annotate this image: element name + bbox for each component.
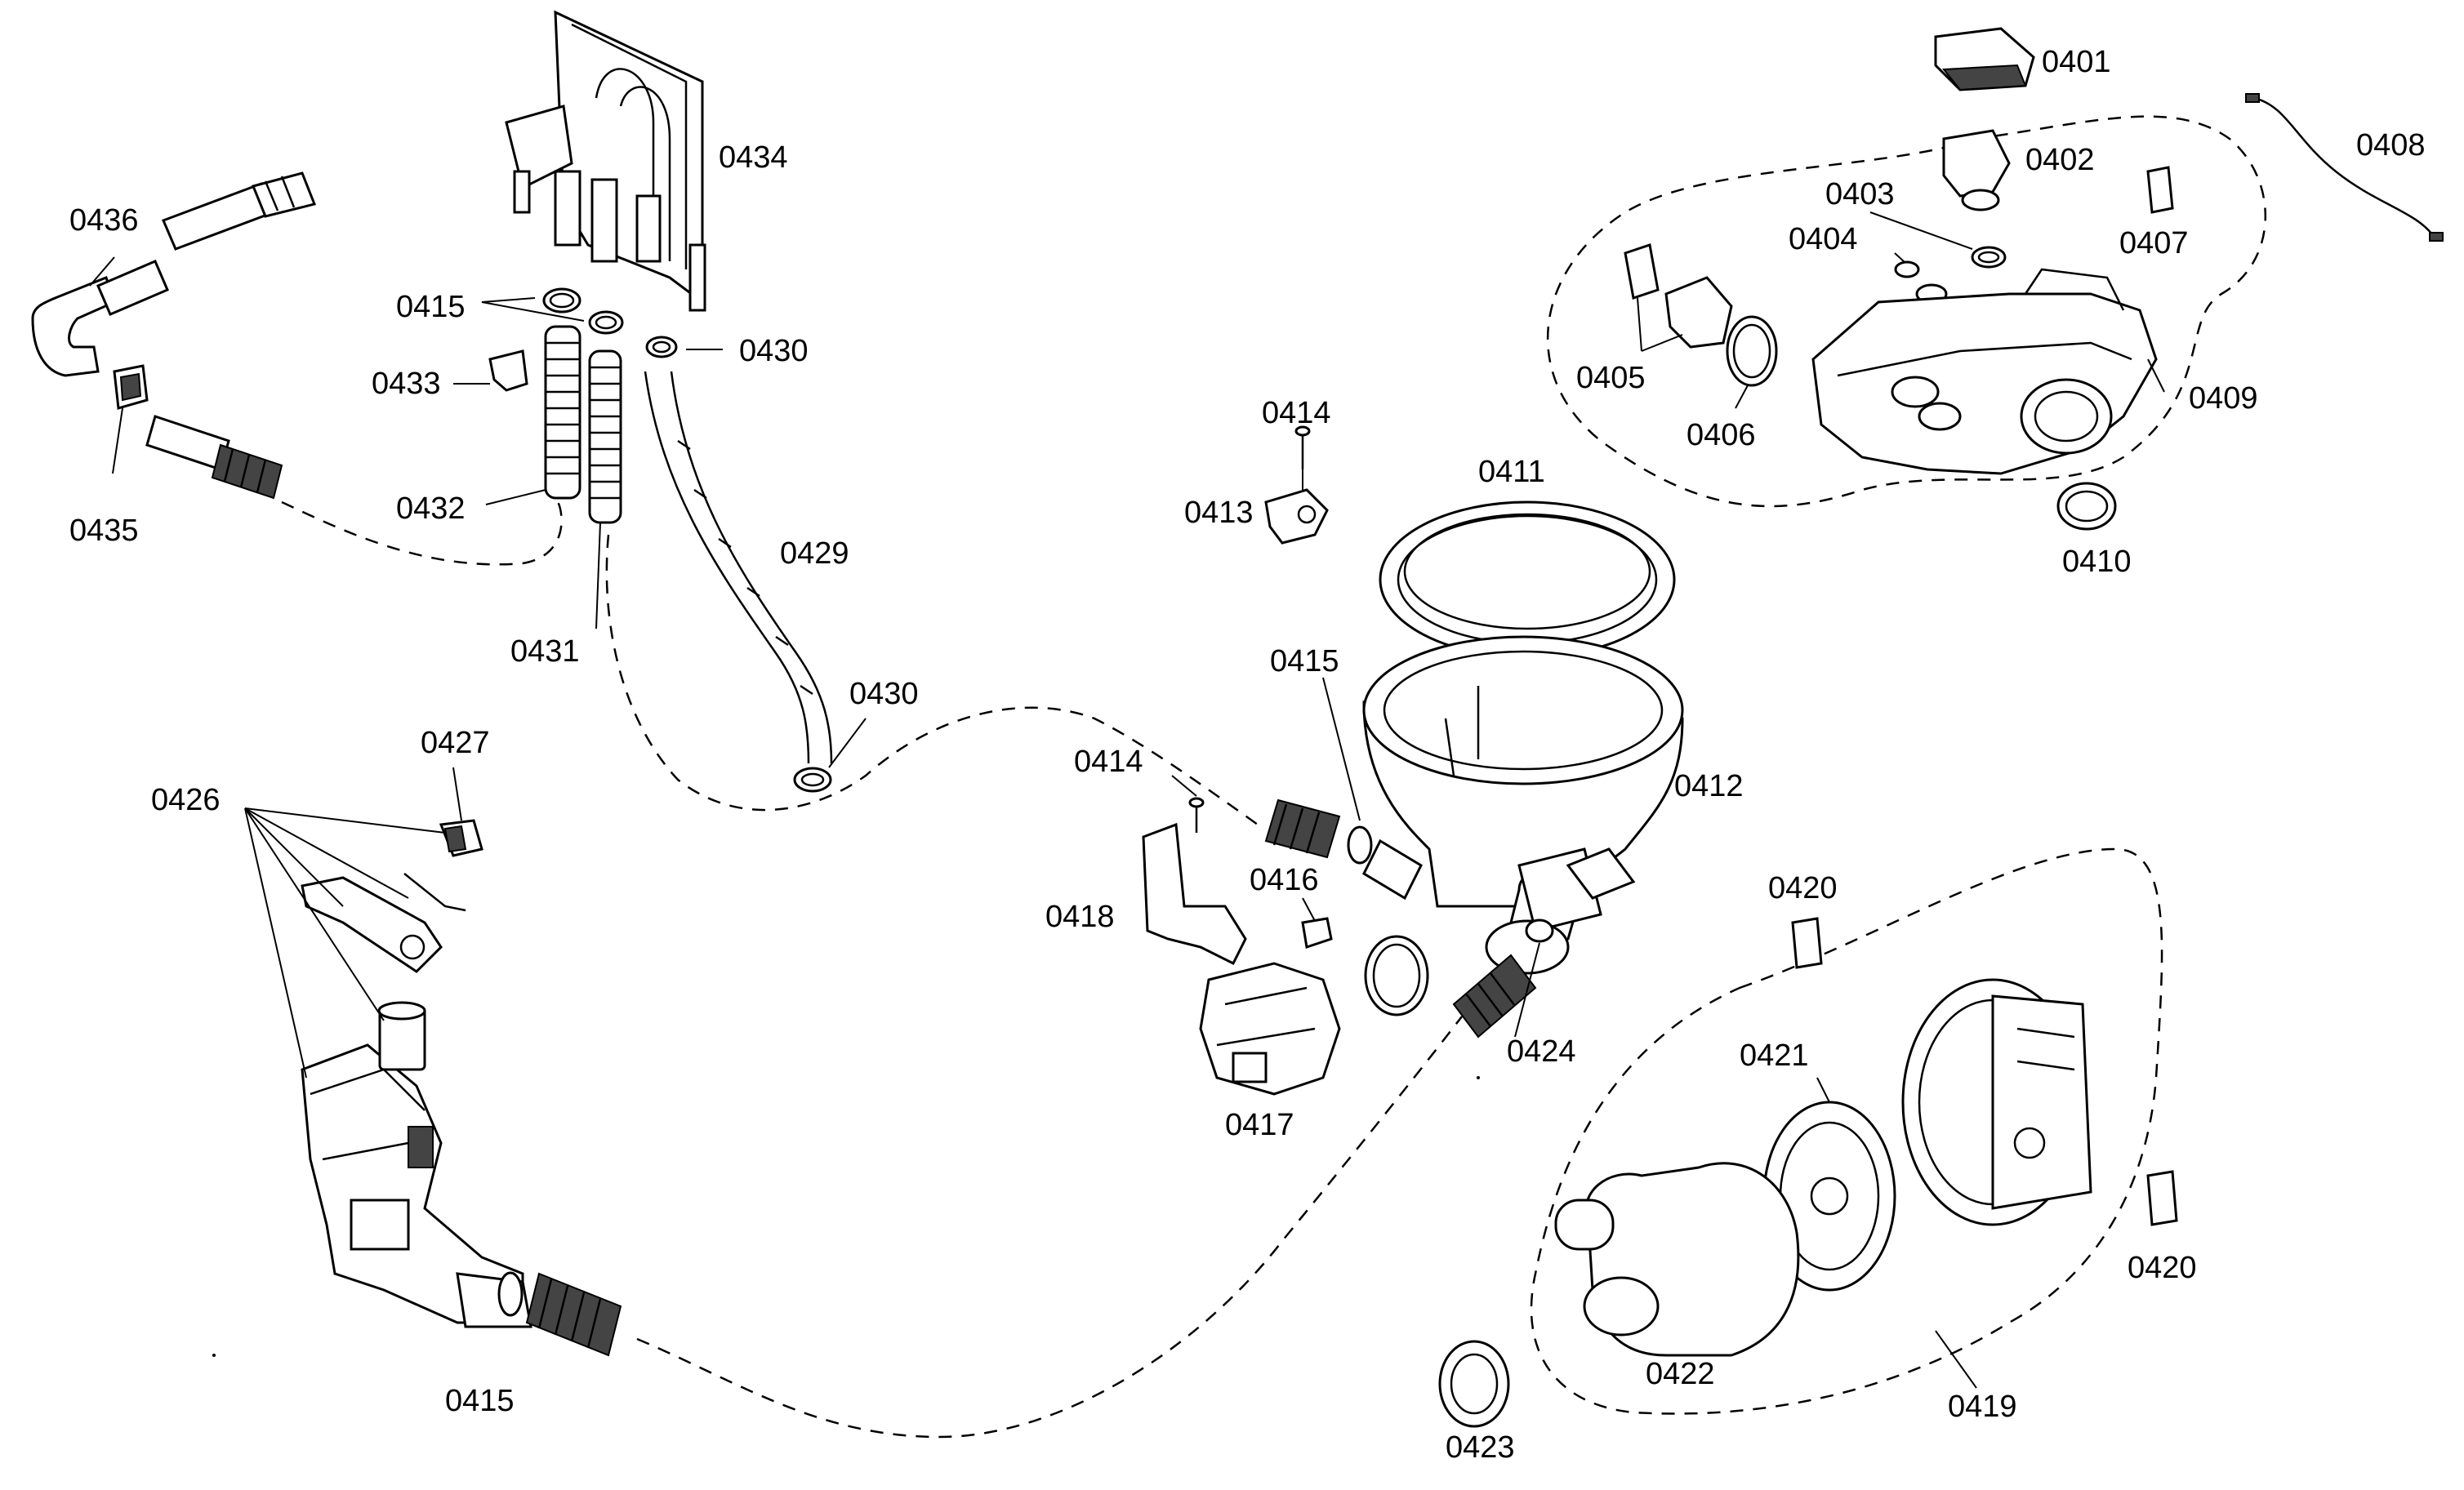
part-0417-drain-pump <box>1199 962 1341 1096</box>
label-0424: 0424 <box>1507 1034 1576 1069</box>
part-0411-filter-ring <box>1379 500 1676 659</box>
label-0421: 0421 <box>1740 1039 1809 1073</box>
part-0401-cap <box>1934 27 2035 91</box>
part-0410-hose-clamp <box>2056 482 2117 531</box>
label-0401: 0401 <box>2042 45 2111 79</box>
label-0415-top: 0415 <box>396 290 466 324</box>
part-0420-clip-lower <box>2146 1170 2178 1226</box>
label-0417: 0417 <box>1225 1108 1294 1142</box>
label-0433: 0433 <box>372 367 441 401</box>
part-0403-seal <box>1971 246 2007 269</box>
label-0403: 0403 <box>1825 177 1895 211</box>
part-0429-hose <box>644 371 833 764</box>
sump-seal-ring <box>1364 935 1429 1016</box>
part-0413-bracket <box>1264 488 1329 545</box>
part-0430-hose-clamp-bottom <box>793 767 832 793</box>
dashed-hose-route-left <box>281 497 563 566</box>
part-0422-pump-housing <box>1554 1162 1800 1357</box>
part-0415-spring-and-ring-mid <box>1264 798 1373 865</box>
part-0409-heater-housing <box>1811 268 2158 475</box>
part-0414-screw-mid <box>1188 797 1205 833</box>
part-0434-air-trap <box>505 10 706 312</box>
part-0430-hose-clamp-top <box>645 336 678 358</box>
label-0436: 0436 <box>69 203 139 238</box>
dashed-hose-route-mid <box>605 534 1259 826</box>
label-0429: 0429 <box>780 536 849 571</box>
label-0435: 0435 <box>69 514 139 548</box>
part-0436-drain-hose <box>31 171 317 500</box>
label-0418: 0418 <box>1045 900 1115 934</box>
label-0423: 0423 <box>1446 1430 1515 1465</box>
label-0430-bottom: 0430 <box>849 677 919 711</box>
label-0426: 0426 <box>151 783 221 817</box>
label-0405: 0405 <box>1576 361 1646 395</box>
label-0407: 0407 <box>2119 226 2189 260</box>
label-0409: 0409 <box>2189 381 2258 416</box>
label-0415-bottom: 0415 <box>445 1384 515 1418</box>
speck <box>212 1354 216 1357</box>
part-0427-clip <box>439 819 483 857</box>
part-0435-hose-clip <box>113 364 149 410</box>
part-0404-seals <box>1894 260 1948 305</box>
part-0426-spring-wire <box>403 873 466 912</box>
part-0419-circulation-pump <box>1901 978 2092 1226</box>
label-0416: 0416 <box>1250 863 1319 897</box>
part-0405-valve <box>1624 243 1733 349</box>
label-0404: 0404 <box>1789 222 1858 256</box>
part-0406-o-ring <box>1726 315 1778 387</box>
label-0410: 0410 <box>2062 545 2132 579</box>
part-0402-sensor <box>1942 129 2011 211</box>
label-0420-lower: 0420 <box>2128 1251 2197 1285</box>
label-0414-top: 0414 <box>1262 396 1331 430</box>
part-0432-corrugated-hose <box>544 325 581 500</box>
part-0407-clip <box>2146 166 2174 214</box>
label-0432: 0432 <box>396 491 466 526</box>
label-0415-mid: 0415 <box>1270 644 1339 678</box>
part-0415-seal-rings-top <box>542 287 624 335</box>
label-0430-top: 0430 <box>739 334 809 368</box>
speck <box>1477 1076 1480 1079</box>
label-0408: 0408 <box>2356 128 2426 162</box>
part-0426-float-cylinder <box>377 1001 426 1071</box>
label-0431: 0431 <box>510 634 580 669</box>
label-0420-upper: 0420 <box>1768 871 1838 905</box>
part-0433-bracket <box>488 349 528 392</box>
part-0415-seal-ring-bottom-left <box>497 1271 524 1317</box>
dashed-drain-route <box>636 1016 1463 1439</box>
part-0423-grommet <box>1438 1340 1510 1428</box>
label-0422: 0422 <box>1646 1357 1715 1391</box>
part-0420-clip-upper <box>1791 917 1823 969</box>
part-0418-holder <box>1142 822 1247 966</box>
part-0426-sensor-assembly <box>301 1043 532 1328</box>
part-0416-clip <box>1301 917 1333 949</box>
label-0414-mid: 0414 <box>1074 745 1143 779</box>
part-0414-screw-top <box>1294 425 1311 469</box>
part-0412-sump-housing <box>1362 635 1684 975</box>
label-0413: 0413 <box>1184 496 1254 530</box>
part-0408-wire <box>2245 93 2444 242</box>
drain-connection-hose <box>525 1272 622 1357</box>
part-0424-hose <box>1452 918 1554 1039</box>
part-0431-corrugated-hose <box>588 349 622 524</box>
leader-lines <box>89 211 2165 1389</box>
label-0434: 0434 <box>719 140 788 175</box>
label-0412: 0412 <box>1674 769 1744 803</box>
label-0411: 0411 <box>1478 455 1545 489</box>
part-0426-lever <box>301 876 443 973</box>
label-0402: 0402 <box>2025 143 2095 177</box>
label-0406: 0406 <box>1686 418 1756 452</box>
label-0419: 0419 <box>1948 1390 2017 1424</box>
label-0427: 0427 <box>421 726 490 760</box>
